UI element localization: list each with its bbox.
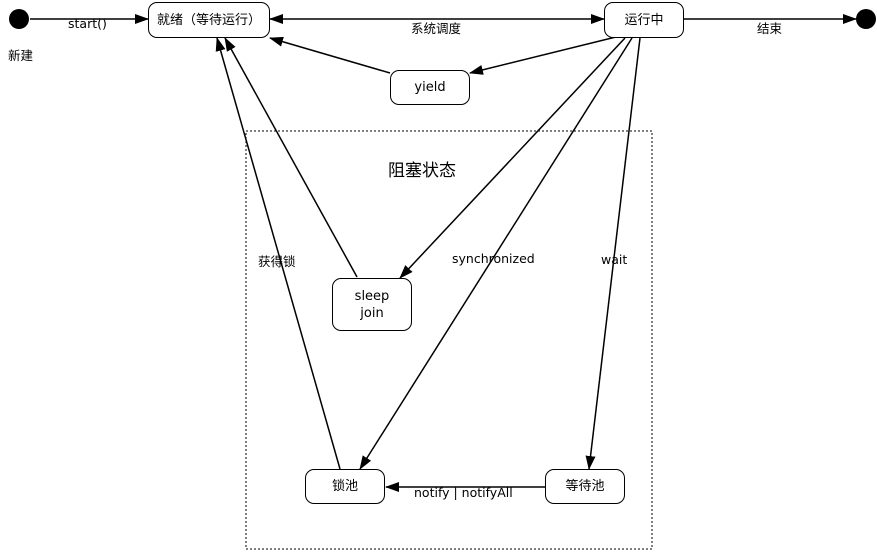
label-synchronized: synchronized [452,251,535,266]
state-sleep-label: sleep [354,288,390,304]
state-yield-label: yield [414,80,446,95]
label-new: 新建 [8,48,34,63]
state-running-label: 运行中 [624,12,664,28]
state-lock-pool: 锁池 [305,469,385,504]
edge-running-yield [469,33,629,75]
edge-yield-ready [269,36,391,74]
edge-running-sleep [399,37,626,279]
edge-sleep-ready [224,37,358,278]
state-wait-pool: 等待池 [545,469,625,504]
state-yield: yield [390,70,470,105]
state-lock-pool-label: 锁池 [331,479,358,494]
state-ready-label: 就绪（等待运行） [156,12,261,28]
state-sleep-join: sleep join [332,278,412,331]
state-join-label: join [360,305,384,321]
label-end: 结束 [757,21,783,36]
state-running: 运行中 [604,2,684,38]
initial-state-dot [9,9,29,29]
label-schedule: 系统调度 [411,21,462,36]
state-wait-pool-label: 等待池 [565,479,605,494]
edge-acquire-lock [215,37,341,470]
blocked-region-title: 阻塞状态 [388,161,456,181]
edge-synchronized [359,37,633,470]
state-ready: 就绪（等待运行） [148,2,270,38]
final-state-dot [856,9,876,29]
label-start: start() [68,16,107,31]
label-acquire-lock: 获得锁 [258,254,296,269]
label-notify: notify | notifyAll [414,485,513,500]
edge-wait [585,37,641,470]
label-wait: wait [601,252,628,267]
